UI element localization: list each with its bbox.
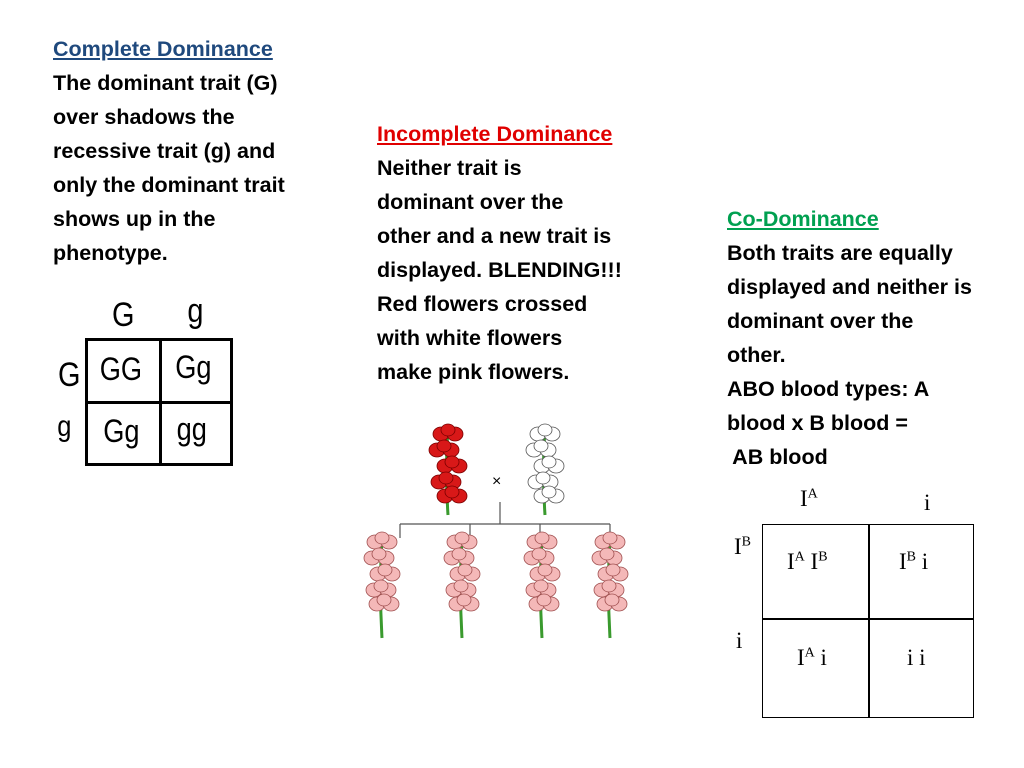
text-line: make pink flowers. [377,360,570,384]
text-line: shows up in the [53,207,216,231]
complete-dominance-section: Complete Dominance The dominant trait (G… [53,32,343,270]
text-line: recessive trait (g) and [53,139,276,163]
pink-flower [443,531,481,639]
text-line: other. [727,343,786,367]
row-header: IB [734,534,752,559]
pink-flower [523,531,561,639]
punnett-grid: IA IB IB i IA i i i [762,524,974,718]
cell-r1c1: GG [99,351,143,387]
grid-divider [763,618,973,620]
co-dominance-section: Co-Dominance Both traits are equally dis… [727,202,1022,474]
flower-cross-illustration: × [363,423,629,639]
text-line: displayed. BLENDING!!! [377,258,622,282]
text-line: Red flowers crossed [377,292,588,316]
grid-divider [88,401,230,404]
text-line: phenotype. [53,241,168,265]
white-flower [525,423,565,516]
pink-flower [363,531,401,639]
red-flower [428,423,468,516]
cell-r1c2: IB i [899,549,929,574]
text-line: ABO blood types: A [727,377,930,401]
codominance-punnett-square: IA i IB i IA IB IB i IA i i i [732,484,977,724]
text-line: over shadows the [53,105,235,129]
text-line: Both traits are equally [727,241,953,265]
cross-lines [399,502,611,538]
text-line: with white flowers [377,326,563,350]
cell-r1c1: IA IB [787,549,828,574]
col-header: G [111,296,135,334]
cell-r2c1: IA i [797,645,827,670]
incomplete-dominance-heading: Incomplete Dominance [377,122,613,146]
row-header: g [57,410,72,443]
text-line: displayed and neither is [727,275,972,299]
text-line: dominant over the [727,309,914,333]
grid-divider [868,525,870,717]
cell-r1c2: Gg [175,349,212,385]
text-line: dominant over the [377,190,564,214]
cell-r2c2: gg [176,411,207,447]
text-line: The dominant trait (G) [53,71,278,95]
text-line: blood x B blood = [727,411,908,435]
incomplete-dominance-section: Incomplete Dominance Neither trait is do… [377,117,677,389]
cell-r2c1: Gg [103,413,140,449]
punnett-grid: GG Gg Gg gg [85,338,233,466]
col-header: IA [800,486,818,511]
complete-punnett-square: G g G g GG Gg Gg gg [54,292,239,476]
row-header: G [57,356,81,394]
col-header: i [924,490,931,515]
cell-r2c2: i i [907,645,926,670]
pink-flowers [363,531,629,639]
text-line: AB blood [727,445,828,469]
row-header: i [736,628,743,653]
co-dominance-heading: Co-Dominance [727,207,879,231]
complete-dominance-heading: Complete Dominance [53,37,273,61]
text-line: other and a new trait is [377,224,612,248]
pink-flower [591,531,629,639]
text-line: only the dominant trait [53,173,285,197]
text-line: Neither trait is [377,156,522,180]
cross-symbol: × [492,473,501,490]
col-header: g [187,292,204,330]
